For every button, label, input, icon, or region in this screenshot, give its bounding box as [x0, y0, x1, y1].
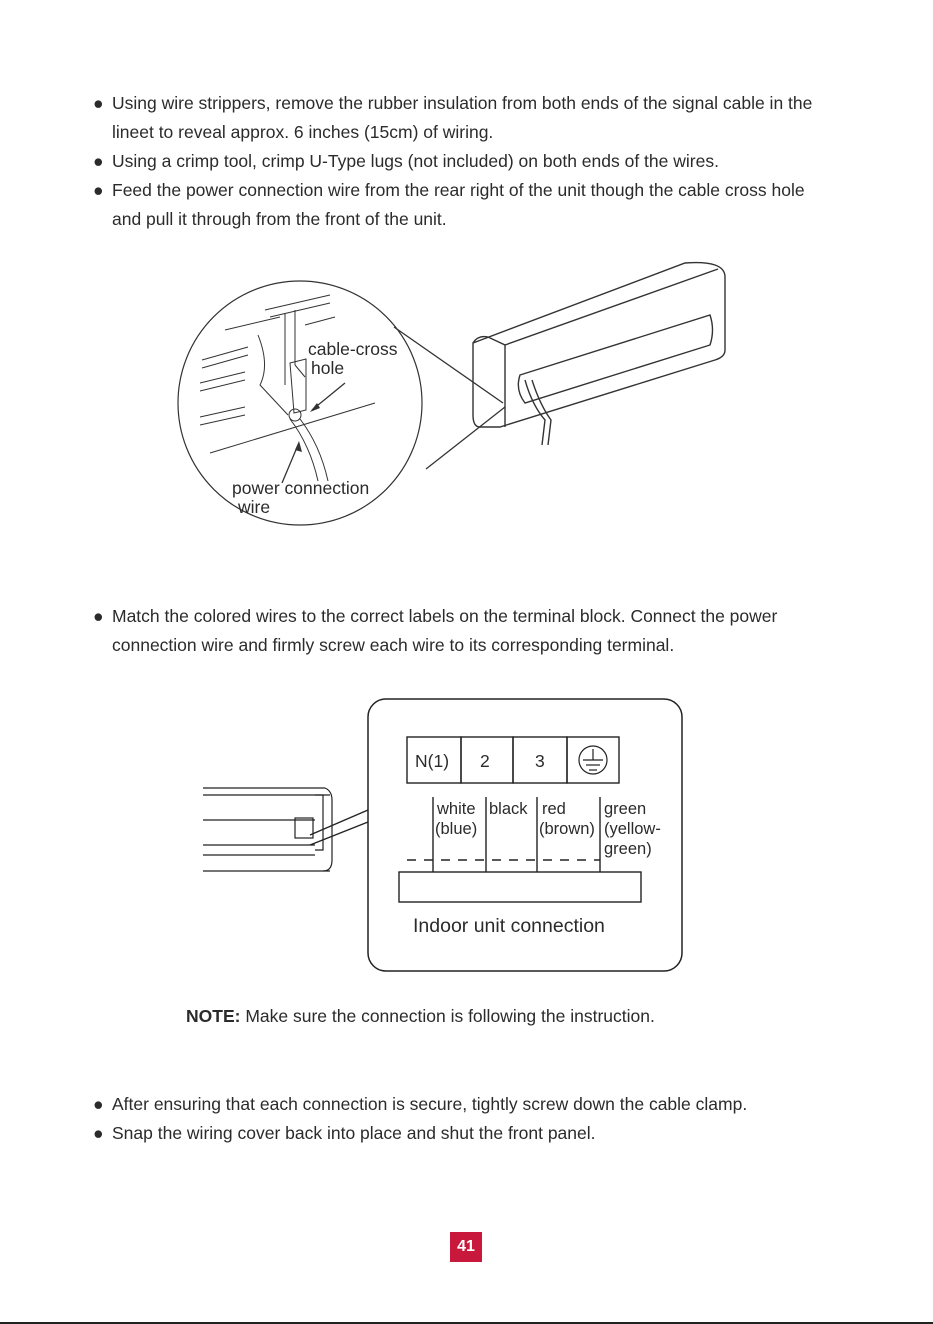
- wire-yellow-label: (yellow-: [604, 820, 661, 838]
- cable-cross-hole-figure: cable-cross hole power connection wire: [177, 261, 726, 526]
- bullet-snap-cover: ●Snap the wiring cover back into place a…: [93, 1119, 893, 1148]
- note-label: NOTE:: [186, 1006, 241, 1026]
- bullet-screw-clamp: ●After ensuring that each connection is …: [93, 1090, 893, 1119]
- wire-red-label: red: [542, 800, 566, 818]
- bullet-dot-icon: ●: [93, 180, 104, 200]
- bullet-dot-icon: ●: [93, 606, 104, 626]
- bullet-dot-icon: ●: [93, 151, 104, 171]
- bullet-list-finish: ●After ensuring that each connection is …: [93, 1090, 893, 1148]
- wire-brown-label: (brown): [539, 820, 595, 838]
- magnifier-circle: [177, 280, 423, 526]
- note-text: Make sure the connection is following th…: [240, 1006, 655, 1026]
- bullet-crimp-lugs: ●Using a crimp tool, crimp U-Type lugs (…: [93, 147, 833, 176]
- wire-blue-label: (blue): [435, 820, 477, 838]
- bullet-dot-icon: ●: [93, 1094, 104, 1114]
- zoomed-unit-detail: [199, 294, 376, 482]
- terminal-3: 3: [535, 751, 545, 771]
- bullet-list-match: ●Match the colored wires to the correct …: [93, 602, 838, 660]
- note: NOTE: Make sure the connection is follow…: [186, 1004, 655, 1028]
- wire-black-label: black: [489, 800, 528, 818]
- zoom-frame: [367, 698, 683, 972]
- unit-side-drawing: [203, 787, 333, 872]
- bottom-rule: [0, 1322, 933, 1324]
- bullet-dot-icon: ●: [93, 93, 104, 113]
- indoor-unit-drawing: [472, 261, 726, 446]
- figure-caption: Indoor unit connection: [413, 915, 605, 937]
- label-hole: hole: [311, 358, 344, 378]
- bullet-dot-icon: ●: [93, 1123, 104, 1143]
- label-cable-cross: cable-cross: [308, 339, 398, 359]
- ground-icon: [578, 745, 608, 775]
- bullet-match-wires: ●Match the colored wires to the correct …: [93, 602, 838, 660]
- wire-green2-label: green): [604, 840, 652, 858]
- label-power-connection: power connection: [232, 478, 369, 498]
- wire-white-label: white: [436, 800, 476, 818]
- label-wire: wire: [237, 497, 270, 517]
- terminal-2: 2: [480, 751, 490, 771]
- bullet-list-prep: ●Using wire strippers, remove the rubber…: [93, 89, 833, 234]
- page-number: 41: [450, 1232, 482, 1262]
- terminal-n1: N(1): [415, 751, 449, 771]
- wire-green-label: green: [604, 800, 646, 818]
- bullet-feed-wire: ●Feed the power connection wire from the…: [93, 176, 833, 234]
- terminal-wiring-figure: N(1) 2 3 white (blue) black red (brown) …: [203, 698, 683, 972]
- bullet-strip-insulation: ●Using wire strippers, remove the rubber…: [93, 89, 833, 147]
